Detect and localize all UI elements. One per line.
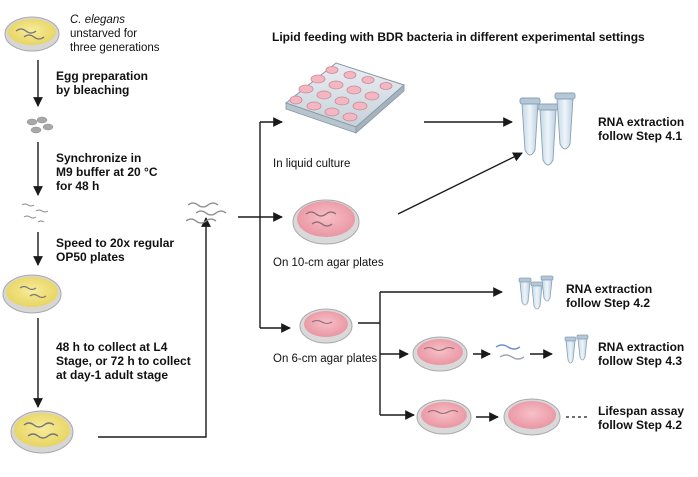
outcome-rna-4-2-line1: RNA extraction [566, 282, 653, 296]
outcome-rna-4-1: RNA extraction follow Step 4.1 [598, 115, 684, 143]
petri-dish-yellow-adults [10, 410, 74, 454]
outcome-lifespan-line1: Lifespan assay [598, 404, 685, 418]
step-synchronize-line1: Synchronize in [56, 151, 142, 165]
step-collect-line1: 48 h to collect at L4 [56, 340, 168, 354]
petri-dish-yellow-op50 [2, 274, 62, 314]
outcome-lifespan-line2: follow Step 4.2 [598, 418, 683, 432]
step-synchronize-line3: for 48 h [56, 179, 100, 193]
outcome-rna-4-3: RNA extraction follow Step 4.3 [598, 340, 684, 368]
picked-worms-icon [495, 344, 525, 360]
start-label: C. elegans unstarved for three generatio… [70, 13, 160, 55]
step-bleaching-line2: by bleaching [56, 83, 130, 97]
branch-6cm [358, 287, 503, 420]
worm-group-icon [185, 202, 227, 224]
setting-10cm-label: On 10-cm agar plates [273, 257, 384, 269]
step-bleaching: Egg preparation by bleaching [56, 69, 148, 97]
outcome-rna-4-2: RNA extraction follow Step 4.2 [566, 282, 652, 310]
outcome-rna-4-3-line1: RNA extraction [598, 340, 685, 354]
start-label-species: C. elegans [70, 14, 125, 26]
step-seed-line2: OP50 plates [56, 250, 125, 264]
step-synchronize-line2: M9 buffer at 20 °C [56, 165, 158, 179]
setting-6cm-label: On 6-cm agar plates [273, 353, 378, 365]
tubes-large-icon [519, 92, 576, 166]
start-label-line3: three generations [70, 42, 160, 54]
step-bleaching-line1: Egg preparation [56, 69, 149, 83]
start-label-line2: unstarved for [70, 28, 138, 40]
step-collect-line2: Stage, or 72 h to collect [56, 354, 191, 368]
tubes-pair-icon [564, 334, 589, 364]
diagram-title: Lipid feeding with BDR bacteria in diffe… [272, 30, 645, 44]
tubes-small-icon [518, 275, 554, 310]
branch-settings [238, 117, 291, 333]
step-synchronize: Synchronize in M9 buffer at 20 °C for 48… [56, 151, 157, 193]
step-collect: 48 h to collect at L4 Stage, or 72 h to … [56, 340, 191, 382]
outcome-rna-4-3-line2: follow Step 4.3 [598, 354, 683, 368]
petri-dish-lifespan-1 [416, 399, 472, 435]
petri-dish-lifespan-2 [503, 398, 561, 436]
petri-dish-6cm [299, 308, 353, 344]
step-collect-line3: at day-1 adult stage [56, 368, 169, 382]
arrow-to-feeding [98, 217, 211, 438]
arrow-10cm-to-rna [397, 152, 523, 215]
step-seed-line1: Speed to 20x regular [56, 236, 175, 250]
petri-dish-6cm-rna [412, 336, 468, 372]
petri-dish-yellow-start [4, 16, 60, 52]
outcome-rna-4-1-line2: follow Step 4.1 [598, 129, 683, 143]
larvae-icon [21, 203, 49, 223]
outcome-lifespan: Lifespan assay follow Step 4.2 [598, 404, 684, 432]
outcome-rna-4-1-line1: RNA extraction [598, 115, 685, 129]
egg-cluster-icon [26, 116, 54, 134]
outcome-rna-4-2-line2: follow Step 4.2 [566, 296, 651, 310]
multiwell-plate-icon [284, 62, 405, 134]
step-seed: Speed to 20x regular OP50 plates [56, 236, 174, 264]
setting-liquid-label: In liquid culture [273, 158, 351, 170]
petri-dish-10cm [292, 199, 360, 245]
